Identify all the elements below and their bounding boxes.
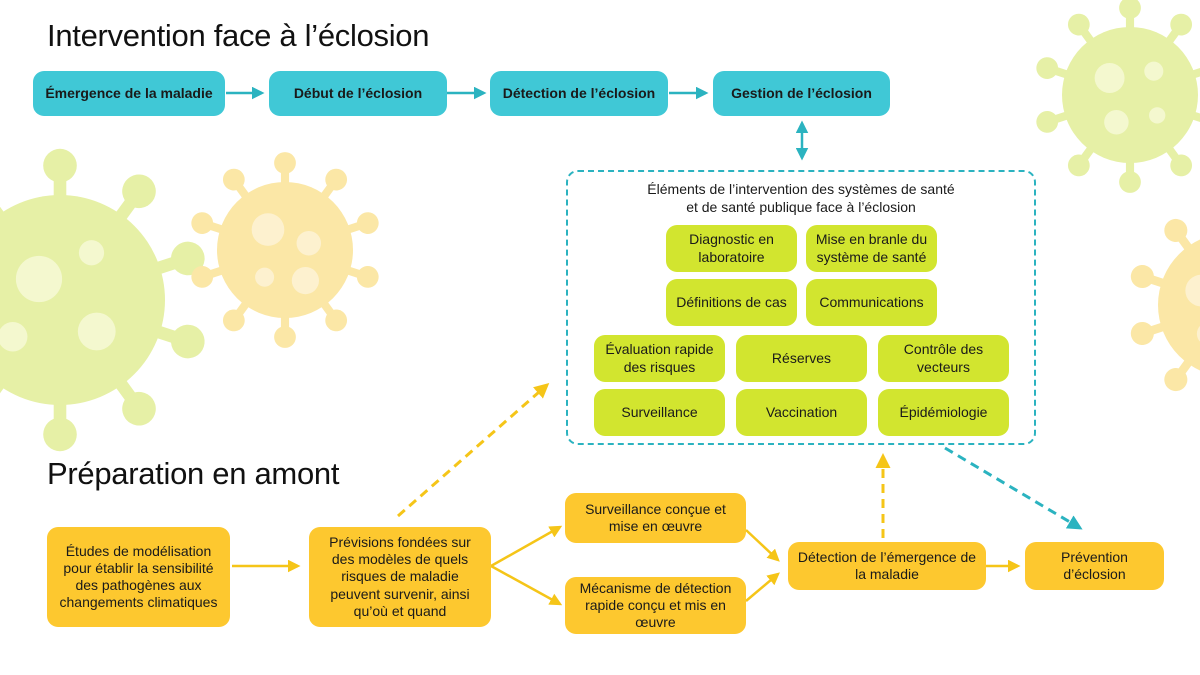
box-outbreak-prevention: Prévention d’éclosion [1025, 542, 1164, 590]
box-outbreak-start: Début de l’éclosion [269, 71, 447, 116]
element-vaccination: Vaccination [736, 389, 867, 436]
heading-intervention: Intervention face à l’éclosion [47, 18, 430, 53]
element-health-system-activation: Mise en branle du système de santé [806, 225, 937, 272]
virus-icon [189, 152, 382, 348]
box-outbreak-detection: Détection de l’éclosion [490, 71, 668, 116]
virus-icon [1128, 201, 1200, 408]
heading-preparation: Préparation en amont [47, 456, 340, 491]
virus-icon [1034, 0, 1200, 193]
element-reserves: Réserves [736, 335, 867, 382]
element-surveillance: Surveillance [594, 389, 725, 436]
element-case-definitions: Définitions de cas [666, 279, 797, 326]
virus-icon [0, 149, 209, 451]
panel-title-line1: Éléments de l’intervention des systèmes … [647, 181, 955, 197]
box-forecasts: Prévisions fondées sur des modèles de qu… [309, 527, 491, 627]
box-modeling-studies: Études de modélisation pour établir la s… [47, 527, 230, 627]
box-surveillance-designed: Surveillance conçue et mise en œuvre [565, 493, 746, 543]
element-rapid-risk-assessment: Évaluation rapide des risques [594, 335, 725, 382]
box-outbreak-management: Gestion de l’éclosion [713, 71, 890, 116]
element-communications: Communications [806, 279, 937, 326]
health-system-panel [566, 170, 1036, 445]
box-disease-emergence: Émergence de la maladie [33, 71, 225, 116]
element-epidemiology: Épidémiologie [878, 389, 1009, 436]
box-emergence-detection: Détection de l’émergence de la maladie [788, 542, 986, 590]
box-rapid-detection-mechanism: Mécanisme de détection rapide conçu et m… [565, 577, 746, 634]
panel-title: Éléments de l’intervention des systèmes … [566, 181, 1036, 217]
panel-title-line2: et de santé publique face à l’éclosion [686, 198, 916, 215]
element-lab-diagnosis: Diagnostic en laboratoire [666, 225, 797, 272]
element-vector-control: Contrôle des vecteurs [878, 335, 1009, 382]
